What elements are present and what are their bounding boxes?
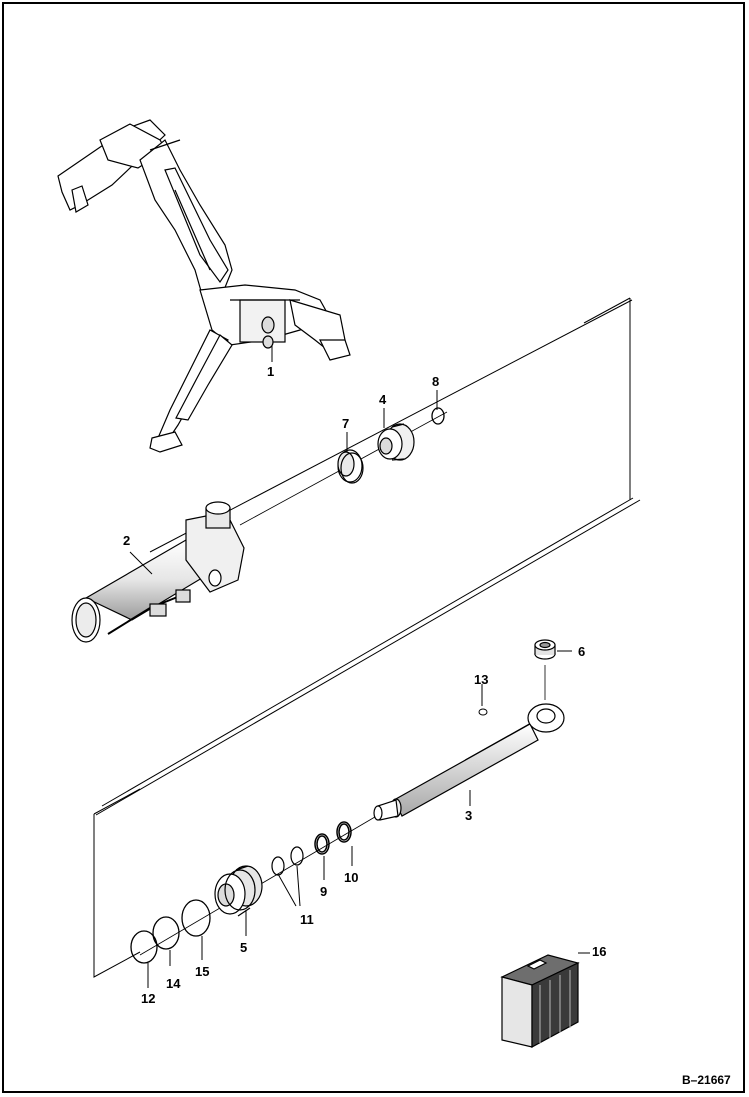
figure-id: B–21667 [682, 1073, 731, 1087]
callout-2: 2 [123, 533, 130, 548]
seal-ring-part-7 [337, 449, 364, 484]
grease-fitting-part-13 [478, 690, 488, 716]
callout-13: 13 [474, 672, 488, 687]
callout-4: 4 [379, 392, 387, 407]
seal-kit-box-part-16 [500, 954, 580, 1049]
seal-rings-part-9-10 [314, 821, 352, 855]
callout-15: 15 [195, 964, 209, 979]
callout-7: 7 [342, 416, 349, 431]
callout-3: 3 [465, 808, 472, 823]
o-rings-part-12-14-15 [130, 899, 211, 964]
piston-part-5 [214, 865, 263, 917]
cylinder-barrel-part [71, 501, 245, 643]
callout-12: 12 [141, 991, 155, 1006]
backhoe-frame-part [57, 119, 351, 453]
wear-rings-part-11 [271, 846, 304, 876]
leader-lines [129, 346, 590, 988]
callout-6: 6 [578, 644, 585, 659]
callout-16: 16 [592, 944, 606, 959]
callout-9: 9 [320, 884, 327, 899]
piston-rod-part-3 [373, 703, 565, 821]
callout-8: 8 [432, 374, 439, 389]
callout-labels: 1 2 3 4 5 6 7 8 9 10 11 12 13 14 15 16 [123, 364, 606, 1006]
callout-11: 11 [300, 912, 314, 927]
callout-5: 5 [240, 940, 247, 955]
callout-14: 14 [166, 976, 181, 991]
o-ring-part-8 [431, 407, 445, 425]
callout-1: 1 [267, 364, 274, 379]
callout-10: 10 [344, 870, 358, 885]
gland-part-4 [377, 423, 415, 461]
bushing-part-6 [534, 639, 556, 660]
